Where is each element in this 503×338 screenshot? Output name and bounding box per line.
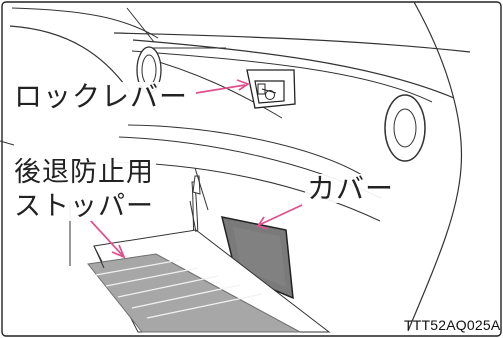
lock-lever-knob: [265, 90, 275, 100]
stopper-arrow: [89, 219, 124, 257]
wall-line-3: [126, 7, 155, 43]
post-guide-line: [189, 200, 197, 233]
figure-code: TTT52AQ025A: [404, 317, 501, 333]
floor-stopper-area: [87, 253, 301, 333]
stopper-label-line-2: ストッパー: [12, 191, 156, 222]
floor-stripe-4: [131, 284, 241, 309]
lock-lever-tab: [257, 83, 266, 95]
cover-arrowhead: [256, 216, 269, 230]
lock-lever-link: [261, 88, 277, 94]
wall-line-1: [9, 25, 131, 93]
lower-panel-line: [127, 124, 363, 176]
cover-panel: [220, 216, 294, 300]
lock-lever-arrow: [195, 84, 246, 94]
floor-stripe-5: [146, 293, 263, 319]
cover-arrow: [258, 204, 303, 226]
upper-panel-line: [113, 32, 471, 53]
lock-lever-arrowhead: [236, 79, 250, 91]
cover-highlight: [233, 227, 286, 287]
stopper-label-line-1: 後退防止用: [12, 157, 156, 188]
cover-label: カバー: [305, 172, 397, 205]
panel-inner-line-2: [131, 50, 433, 103]
floor-stripe-1: [95, 259, 181, 276]
right-speaker-center: [393, 108, 417, 148]
floor-stripe-3: [117, 275, 219, 298]
panel-inner-line: [132, 39, 455, 99]
floor-side-line: [93, 245, 105, 269]
stopper-arrowhead: [111, 244, 126, 259]
post-guide-line-2: [194, 167, 209, 211]
right-door-edge: [407, 1, 463, 332]
floor-stripe-2: [105, 267, 199, 287]
left-edge-tick: [0, 140, 15, 146]
lock-lever-label: ロックレバー: [12, 80, 191, 113]
